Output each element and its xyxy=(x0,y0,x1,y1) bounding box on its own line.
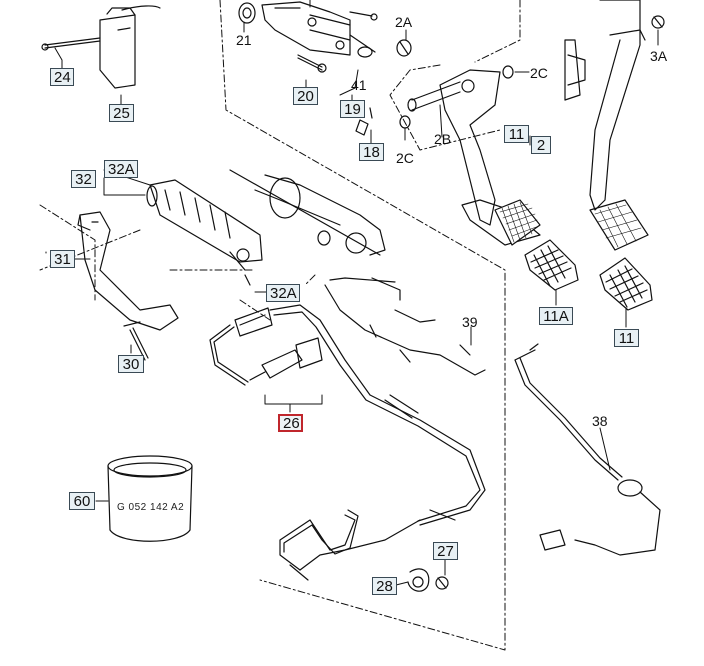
bracket-25 xyxy=(99,5,161,89)
label-38: 38 xyxy=(592,413,608,429)
sealing-ring-60 xyxy=(107,455,193,542)
label-2A: 2A xyxy=(395,14,413,30)
callout-11-top[interactable]: 11 xyxy=(504,125,529,143)
callout-32A-mid[interactable]: 32A xyxy=(266,284,300,302)
label-2C-a: 2C xyxy=(530,65,548,81)
transmission-housing xyxy=(229,169,386,256)
pedal-pad-11A xyxy=(524,239,579,291)
callout-20[interactable]: 20 xyxy=(293,87,318,105)
callout-28[interactable]: 28 xyxy=(372,577,397,595)
hydraulic-line-26 xyxy=(209,307,323,386)
clip-18 xyxy=(355,107,373,136)
callout-11A[interactable]: 11A xyxy=(539,307,573,325)
callout-60[interactable]: 60 xyxy=(69,492,95,510)
pedal-pad-right-upper-hatch xyxy=(594,203,642,248)
brake-pedal-assembly xyxy=(564,0,665,251)
pedal-pad-hatch xyxy=(499,201,540,243)
bolt-24 xyxy=(41,37,101,51)
label-2B: 2B xyxy=(434,131,452,147)
callout-2[interactable]: 2 xyxy=(531,136,551,154)
cable-38 xyxy=(514,343,661,556)
callout-32A-top[interactable]: 32A xyxy=(104,160,138,178)
label-39: 39 xyxy=(462,314,478,330)
label-3A: 3A xyxy=(650,48,668,64)
callout-31[interactable]: 31 xyxy=(50,250,75,268)
screw-top-right xyxy=(349,11,378,21)
callout-25[interactable]: 25 xyxy=(109,104,134,122)
clutch-pedal-assembly xyxy=(399,65,541,246)
callout-26[interactable]: 26 xyxy=(278,414,303,432)
pedal-pad-11 xyxy=(599,257,653,311)
pedal-pad-upper xyxy=(494,199,541,246)
label-2C-b: 2C xyxy=(396,150,414,166)
callout-24[interactable]: 24 xyxy=(50,68,74,86)
callout-32[interactable]: 32 xyxy=(71,170,96,188)
callout-30[interactable]: 30 xyxy=(118,355,144,373)
clutch-master-cylinder-41 xyxy=(238,1,376,58)
clip-28 xyxy=(407,568,430,592)
callout-27[interactable]: 27 xyxy=(433,542,458,560)
hydraulic-line-39 xyxy=(324,277,486,376)
hydraulic-pipe-main xyxy=(269,304,486,581)
part-number-marking: G 052 142 A2 xyxy=(117,502,185,513)
callout-19[interactable]: 19 xyxy=(340,100,365,118)
bolt-20 xyxy=(297,54,327,73)
callout-11-bottom[interactable]: 11 xyxy=(614,329,639,347)
label-21: 21 xyxy=(236,32,252,48)
bracket-31 xyxy=(77,211,179,331)
nut-2A xyxy=(396,39,412,57)
fitting-27 xyxy=(435,576,449,590)
callout-18[interactable]: 18 xyxy=(359,143,384,161)
label-41: 41 xyxy=(351,77,367,93)
slave-cylinder-32 xyxy=(146,179,263,286)
